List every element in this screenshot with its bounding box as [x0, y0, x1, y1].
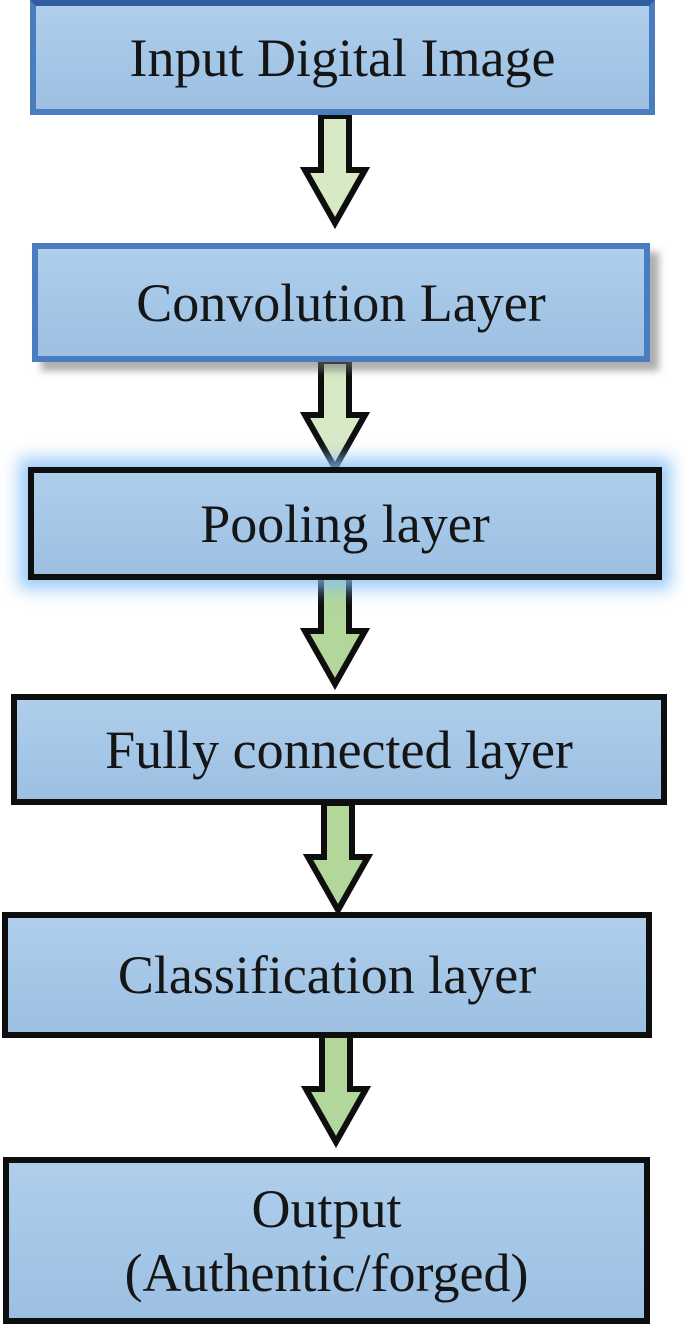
flow-arrow-2	[299, 358, 371, 475]
arrow-shape	[302, 800, 374, 917]
arrow-shape	[300, 1032, 372, 1149]
node-classification-layer: Classification layer	[2, 912, 652, 1038]
node-fully-connected-layer: Fully connected layer	[11, 694, 667, 805]
flow-arrow-1	[299, 113, 371, 230]
node-convolution-layer: Convolution Layer	[32, 243, 650, 362]
flow-arrow-5	[300, 1032, 372, 1149]
flow-arrow-4	[302, 800, 374, 917]
arrow-shape	[299, 113, 371, 230]
arrow-shape	[299, 574, 371, 691]
flow-arrow-3	[299, 574, 371, 691]
node-input-digital-image: Input Digital Image	[30, 0, 655, 115]
arrow-shape	[299, 358, 371, 475]
node-pooling-layer: Pooling layer	[28, 467, 662, 580]
node-output: Output (Authentic/forged)	[3, 1157, 650, 1324]
